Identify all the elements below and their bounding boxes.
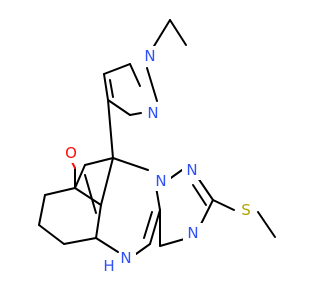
pyrazole-ring — [103, 63, 158, 116]
methylthio-group — [212, 199, 276, 238]
atom-labels: N N O N N N S N H — [61, 46, 256, 283]
atom-n-pyrazole-2: N — [147, 104, 158, 122]
atom-n-triazole-c: N — [187, 224, 198, 242]
ethyl-group — [150, 19, 187, 52]
atom-s-methylthio: S — [241, 201, 251, 219]
atom-n-triazole-a: N — [155, 172, 166, 190]
carbonyl — [71, 161, 76, 189]
molecule-structure: N N O N N N S N H — [38, 19, 276, 283]
atom-nh-nitrogen: N — [120, 249, 131, 267]
atom-o-ketone: O — [65, 144, 77, 162]
dihydropyrimidine-ring — [95, 157, 161, 255]
bridge-bond — [107, 99, 114, 159]
cyclohexenone-ring — [38, 157, 114, 245]
atom-n-triazole-b: N — [186, 161, 197, 179]
atom-nh-hydrogen: H — [103, 257, 114, 275]
atom-n-pyrazole-1: N — [144, 47, 155, 65]
